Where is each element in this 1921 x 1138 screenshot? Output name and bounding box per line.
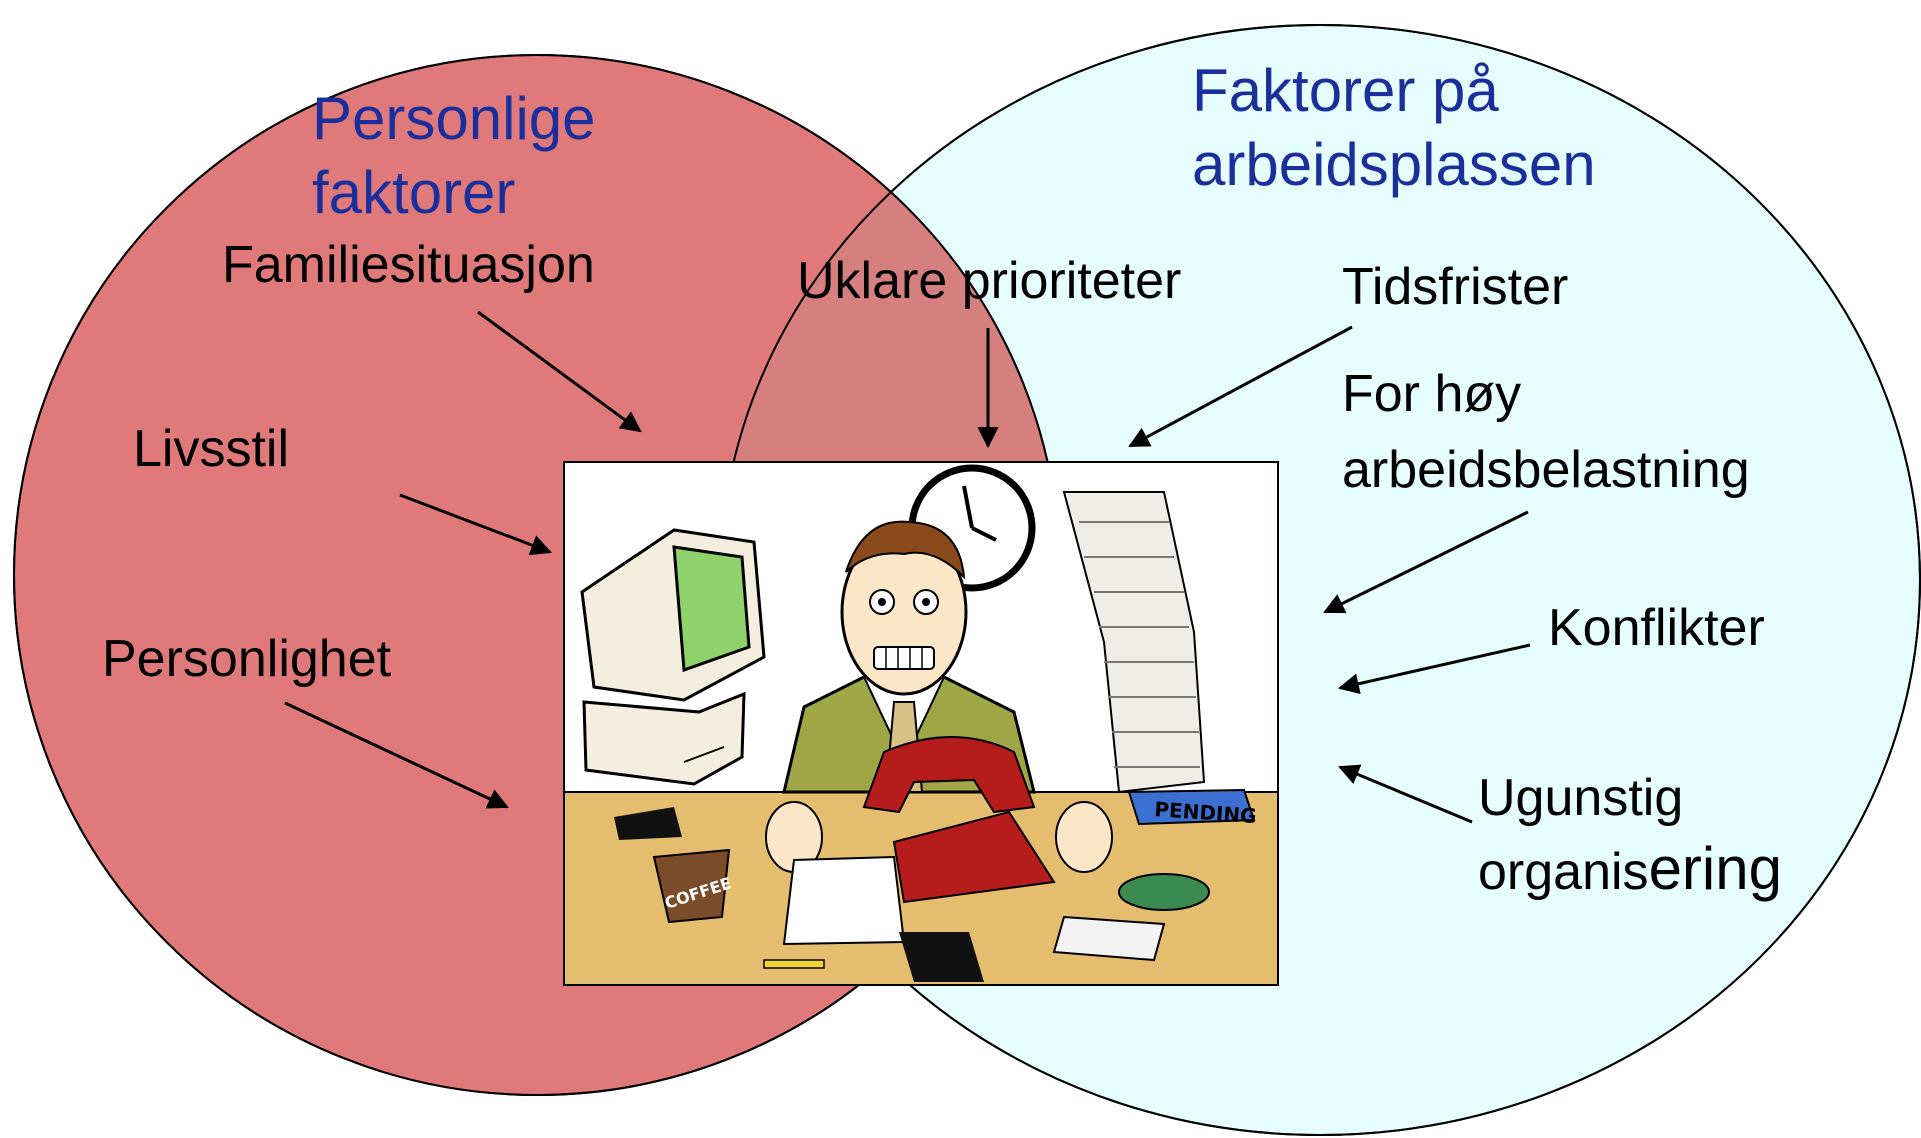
label-livsstil: Livsstil [133, 420, 290, 478]
label-ugunstig-line2-part2: ering [1648, 835, 1782, 902]
personal-factors-heading-line1: Personlige [312, 85, 596, 152]
label-uklare-prioriteter: Uklare prioriteter [797, 252, 1182, 310]
label-personlighet: Personlighet [102, 630, 392, 688]
label-for-hoy-arbeidsbelastning: For høy arbeidsbelastning [1342, 356, 1750, 508]
coffee-cup-icon: COFFEE [652, 848, 734, 924]
notepad-icon [1052, 915, 1166, 962]
label-familiesituasjon: Familiesituasjon [222, 236, 595, 294]
note-paper [782, 855, 906, 946]
label-konflikter: Konflikter [1548, 599, 1765, 657]
workplace-factors-heading-line1: Faktorer på [1192, 57, 1499, 124]
arrow-konflikter [1337, 643, 1531, 695]
arrows [284, 310, 1531, 824]
label-tidsfrister: Tidsfrister [1342, 258, 1569, 316]
black-book [614, 807, 682, 840]
stressed-office-worker-illustration: PENDING COFFEE [563, 461, 1279, 986]
personal-factors-heading: Personlige faktorer [312, 82, 596, 230]
personal-factors-heading-line2: faktorer [312, 159, 516, 226]
arrow-familiesituasjon [477, 310, 642, 433]
pencil-icon [763, 959, 825, 969]
black-pad [899, 932, 984, 982]
arrow-arbeidsbelastning [1323, 510, 1529, 614]
arrow-livsstil [399, 493, 552, 556]
label-ugunstig-line2: organisering [1478, 832, 1782, 909]
label-ugunstig-organisering: Ugunstig organisering [1478, 764, 1782, 909]
paper-stack-icon: PENDING [1062, 491, 1257, 828]
workplace-factors-heading: Faktorer på arbeidsplassen [1192, 54, 1596, 202]
label-ugunstig-line2-part1: organis [1478, 843, 1649, 901]
computer-icon [580, 528, 766, 786]
arrow-tidsfrister [1128, 325, 1353, 448]
red-phone-icon [862, 736, 1056, 904]
arrow-ugunstig [1338, 764, 1473, 824]
label-for-hoy-line1: For høy [1342, 365, 1522, 423]
label-for-hoy-line2: arbeidsbelastning [1342, 441, 1750, 499]
arrow-personlighet [284, 701, 509, 809]
ashtray-icon [1118, 873, 1210, 911]
label-ugunstig-line1: Ugunstig [1478, 769, 1684, 827]
workplace-factors-heading-line2: arbeidsplassen [1192, 131, 1596, 198]
right-hand [1055, 801, 1113, 873]
